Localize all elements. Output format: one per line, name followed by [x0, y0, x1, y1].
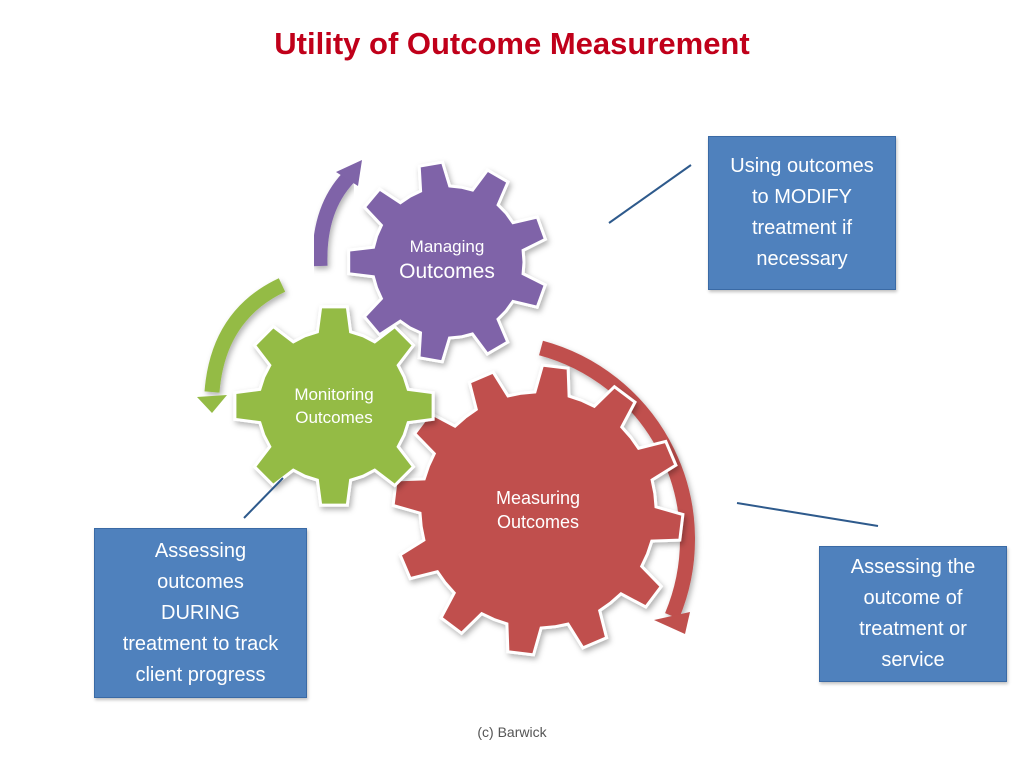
measuring-label-line1: Measuring	[496, 488, 580, 508]
managing-label-line2: Outcomes	[399, 260, 495, 283]
managing-gear-shape	[347, 160, 548, 364]
callout-treatment-outcome: Assessing the outcome of treatment or se…	[819, 546, 1007, 682]
slide-title: Utility of Outcome Measurement	[274, 26, 750, 61]
callout-during-text: Assessing outcomes DURING treatment to t…	[122, 539, 279, 686]
green-cycle-arrow	[197, 278, 286, 413]
measuring-gear-shape	[391, 363, 685, 657]
callout-during-treatment: Assessing outcomes DURING treatment to t…	[94, 528, 307, 698]
connector-during	[243, 477, 284, 519]
purple-cycle-arrow	[312, 160, 362, 267]
callout-modify-text: Using outcomes to MODIFY treatment if ne…	[730, 155, 874, 270]
measuring-label-line2: Outcomes	[497, 512, 579, 532]
connector-modify	[608, 164, 692, 224]
red-arrowhead	[654, 612, 690, 634]
monitoring-gear-shape	[233, 305, 435, 507]
gear-monitoring: Monitoring Outcomes	[233, 305, 435, 507]
gear-managing: Managing Outcomes	[347, 160, 548, 364]
monitoring-label-line2: Outcomes	[295, 408, 372, 427]
green-arrowhead	[197, 395, 227, 413]
copyright-notice: (c) Barwick	[477, 724, 547, 740]
callout-outcome-text: Assessing the outcome of treatment or se…	[850, 556, 976, 671]
connector-outcome	[736, 502, 879, 527]
monitoring-label-line1: Monitoring	[294, 385, 373, 404]
purple-arrowhead	[336, 160, 362, 186]
managing-label-line1: Managing	[410, 237, 485, 256]
callout-modify-treatment: Using outcomes to MODIFY treatment if ne…	[708, 136, 896, 290]
gear-measuring: Measuring Outcomes	[391, 363, 685, 657]
